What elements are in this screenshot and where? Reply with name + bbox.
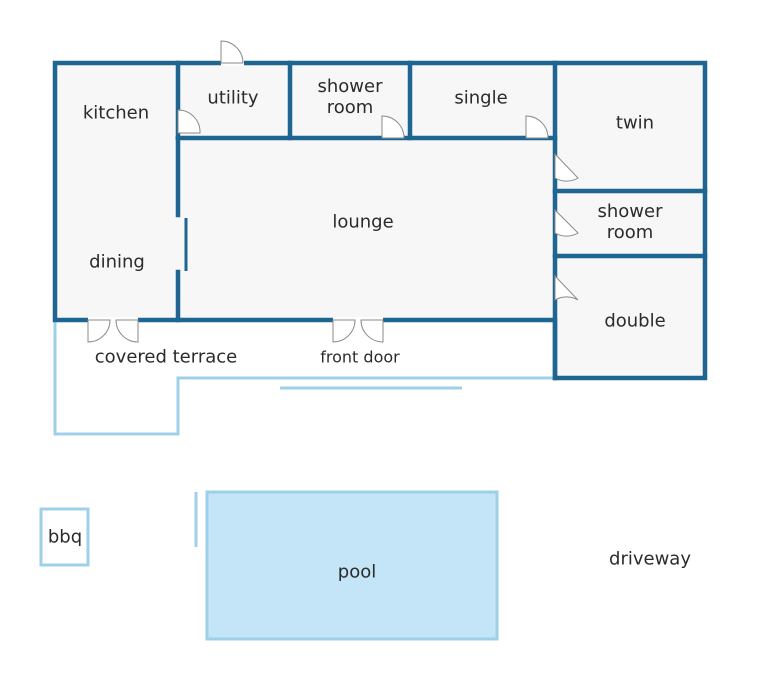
door-terrace-right[interactable] [115,319,139,343]
label-driveway: driveway [609,548,691,570]
house-floor-east [555,63,705,378]
label-bbq: bbq [47,526,83,548]
door-terrace-left[interactable] [87,319,111,343]
room-label-utility: utility [207,87,259,109]
door-twin[interactable] [554,152,579,182]
door-shower-right[interactable] [554,208,579,237]
bbq-box [39,507,90,567]
door-kitchen-utility[interactable] [177,109,201,134]
room-label-lounge: lounge [332,211,394,233]
room-label-dining: dining [89,251,145,273]
door-entry-utility[interactable] [220,40,244,64]
label-pool: pool [337,561,377,583]
label-front-door: front door [320,347,400,367]
room-label-double: double [604,310,666,332]
room-label-shower-room-top: shower room [317,76,383,118]
house-floor-main [55,63,555,320]
room-label-kitchen: kitchen [82,102,150,124]
door-double[interactable] [554,274,579,301]
covered-terrace-outline [53,320,555,436]
room-label-twin: twin [615,112,655,134]
door-front-left[interactable] [332,319,356,343]
pool-shape [205,490,499,641]
room-label-shower-room-right: shower room [597,201,663,243]
room-label-single: single [454,87,508,109]
label-covered-terrace: covered terrace [94,346,238,368]
door-front-right[interactable] [360,319,384,343]
door-single[interactable] [525,115,549,139]
door-shower-top[interactable] [381,115,405,139]
